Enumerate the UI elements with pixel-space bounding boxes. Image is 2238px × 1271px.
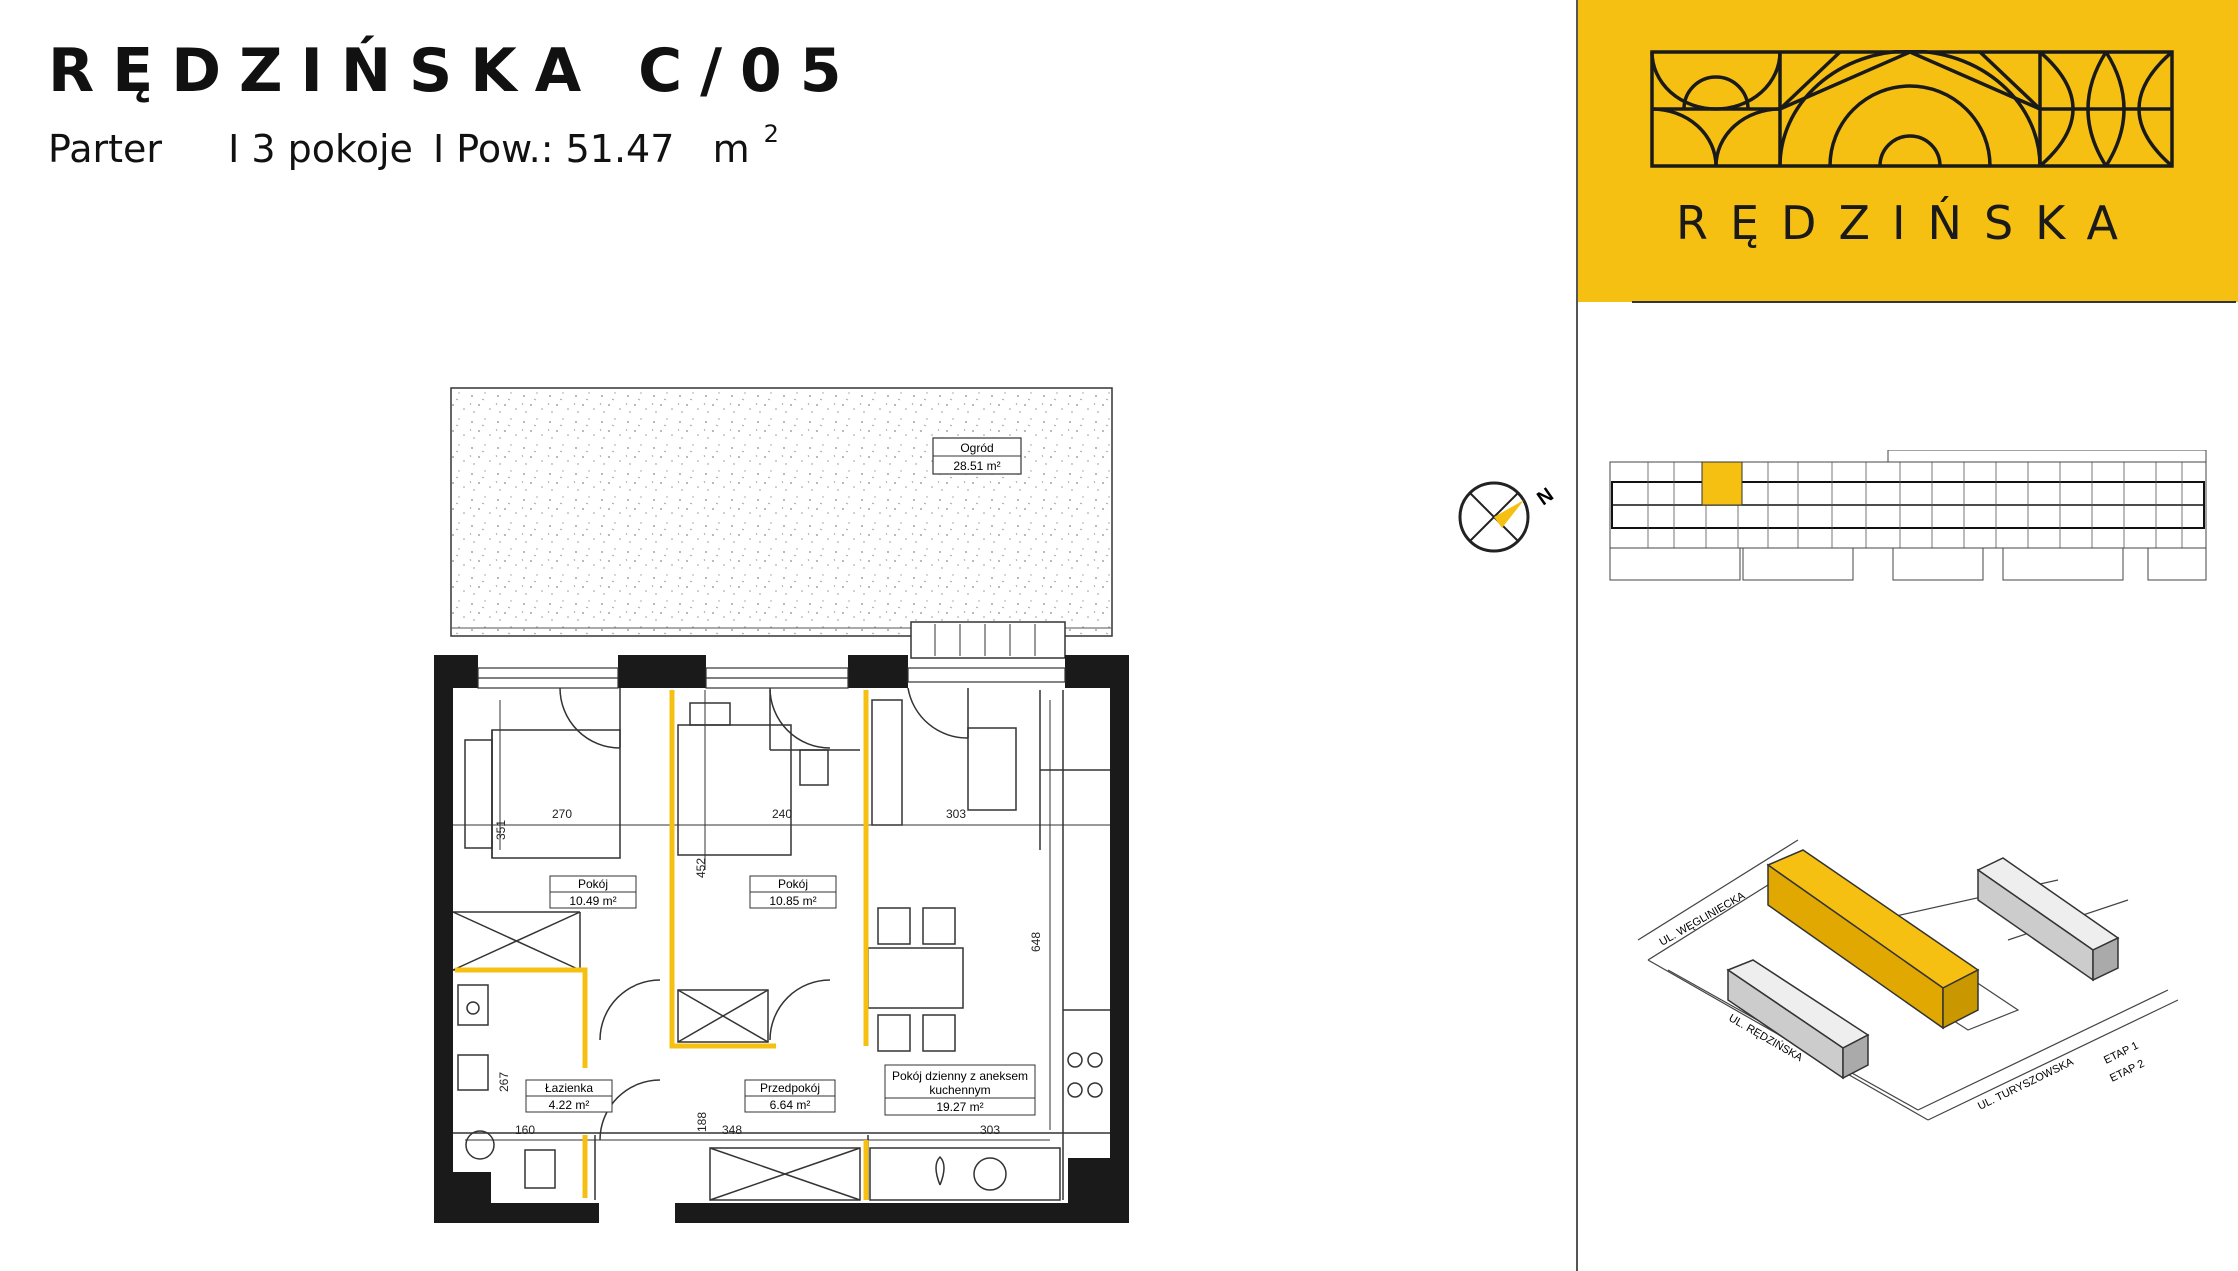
room-area: 10.49 m² [569, 894, 616, 908]
room-area: 10.85 m² [769, 894, 816, 908]
brand-panel: RĘDZIŃSKA [1578, 0, 2238, 302]
dimension-label: 270 [552, 807, 572, 821]
room-area: 4.22 m² [549, 1098, 590, 1112]
floor-label: Parter [48, 126, 163, 171]
dimension-label: 240 [772, 807, 792, 821]
dimension-label: 267 [497, 1072, 511, 1092]
dimension-label: 303 [980, 1123, 1000, 1137]
brand-underline [1632, 301, 2236, 303]
room-area: 19.27 m² [936, 1100, 983, 1114]
compass: N [1458, 481, 1558, 553]
rooms-label: I 3 pokoje [228, 126, 413, 171]
windows [477, 667, 1066, 689]
building-overview [1609, 450, 2207, 581]
room-name: Przedpokój [760, 1081, 820, 1095]
brand-logo-icon [1650, 50, 2174, 168]
accent-walls [455, 690, 869, 1200]
compass-needle-icon [1494, 500, 1524, 528]
compass-north-label: N [1533, 484, 1557, 510]
room-name: Łazienka [545, 1081, 593, 1095]
highlighted-building [1766, 849, 1980, 1030]
site-map: UL. WĘGLINIECKA UL. RĘDZIŃSKA UL. TURYSZ… [1637, 839, 2179, 1121]
room-labels: Pokój 10.49 m² Pokój 10.85 m² Łazienka 4… [525, 875, 1036, 1116]
panel-divider [1576, 0, 1578, 1271]
dimension-label: 188 [695, 1112, 709, 1132]
sidebar: RĘDZIŃSKA [1578, 0, 2238, 1271]
garden: Ogród 28.51 m² [450, 387, 1113, 659]
brand-name: RĘDZIŃSKA [1676, 196, 2140, 250]
apartment-highlight [1701, 461, 1743, 506]
street-label: UL. TURYSZOWSKA [1976, 1056, 2076, 1113]
room-name: Pokój [578, 877, 608, 891]
dimension-label: 160 [515, 1123, 535, 1137]
room-name: Pokój dzienny z aneksem [892, 1069, 1028, 1083]
dimension-label: 303 [946, 807, 966, 821]
dimension-label: 452 [694, 858, 708, 878]
garden-area: 28.51 m² [953, 459, 1000, 473]
walls [434, 655, 1129, 1223]
room-name-cont: kuchennym [929, 1083, 990, 1097]
room-name: Pokój [778, 877, 808, 891]
dimension-label: 348 [722, 1123, 742, 1137]
interior [452, 687, 1110, 1201]
dimensions: 270 240 303 351 452 648 267 160 188 348 … [494, 807, 1043, 1137]
dimension-label: 648 [1029, 932, 1043, 952]
garden-label: Ogród [960, 441, 993, 455]
plan-area: RĘDZIŃSKA C/05 Parter I 3 pokoje I Pow.:… [48, 36, 1558, 1223]
floor-plan: Ogród 28.51 m² [434, 387, 1558, 1223]
other-building [1726, 959, 1870, 1080]
page-title: RĘDZIŃSKA C/05 [48, 36, 860, 106]
dimension-label: 351 [494, 820, 508, 840]
other-building [1976, 857, 2120, 982]
room-area: 6.64 m² [770, 1098, 811, 1112]
